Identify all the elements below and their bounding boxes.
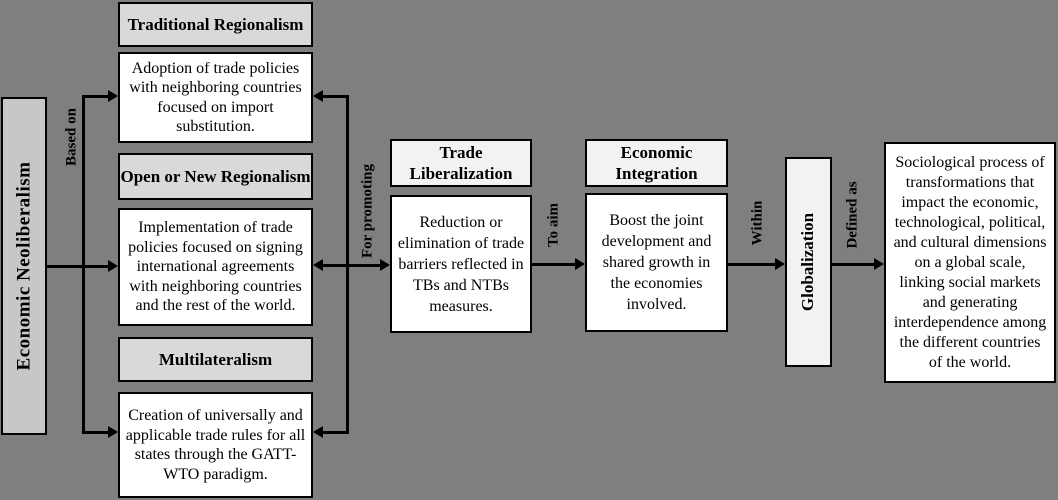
node-open-new-regionalism-label: Open or New Regionalism — [120, 167, 311, 186]
node-multilateralism: Multilateralism — [118, 337, 313, 382]
desc-economic-integration-text: Boost the joint development and shared g… — [601, 212, 712, 313]
node-trade-liberalization: Trade Liberalization — [390, 139, 532, 187]
arrow-trunk-to-multilateralism-head — [108, 426, 118, 438]
arrow-collector-to-multilateralism-line — [323, 431, 346, 434]
node-open-new-regionalism: Open or New Regionalism — [118, 153, 313, 200]
node-economic-neoliberalism: Economic Neoliberalism — [1, 97, 47, 435]
arrow-root-to-branches-line — [47, 265, 108, 268]
node-traditional-regionalism: Traditional Regionalism — [118, 2, 313, 47]
edge-label-within: Within — [749, 200, 766, 246]
desc-multilateralism-text: Creation of universally and applicable t… — [125, 407, 306, 483]
edge-label-defined-as: Defined as — [844, 181, 861, 249]
left-trunk-line — [82, 95, 85, 434]
desc-globalization-definition: Sociological process of transformations … — [884, 142, 1056, 383]
edge-label-for-promoting: For promoting — [359, 163, 376, 259]
node-trade-liberalization-label: Trade Liberalization — [409, 143, 513, 183]
edge-label-to-aim: To aim — [545, 202, 562, 248]
node-economic-integration-label: Economic Integration — [615, 143, 698, 183]
node-economic-integration: Economic Integration — [585, 139, 728, 187]
desc-globalization-definition-text: Sociological process of transformations … — [893, 153, 1047, 371]
arrow-integration-to-globalization-line — [728, 263, 775, 266]
node-economic-neoliberalism-label: Economic Neoliberalism — [13, 161, 35, 371]
arrow-collector-to-multilateralism-head — [313, 426, 323, 438]
arrow-tradelib-to-integration-head — [575, 258, 585, 270]
node-multilateralism-label: Multilateralism — [158, 350, 273, 369]
edge-label-based-on: Based on — [63, 108, 80, 166]
node-traditional-regionalism-label: Traditional Regionalism — [127, 15, 304, 34]
desc-traditional-regionalism-text: Adoption of trade policies with neighbor… — [129, 59, 302, 136]
arrow-globalization-to-definition-head — [874, 258, 884, 270]
arrow-branches-tradelib-right-head — [380, 259, 390, 271]
arrow-integration-to-globalization-head — [775, 258, 785, 270]
arrow-collector-to-traditional-head — [313, 90, 323, 102]
arrow-tradelib-to-integration-line — [532, 263, 575, 266]
node-globalization: Globalization — [785, 157, 832, 367]
desc-open-new-regionalism: Implementation of trade policies focused… — [118, 208, 313, 326]
desc-economic-integration: Boost the joint development and shared g… — [585, 193, 728, 332]
desc-trade-liberalization-text: Reduction or elimination of trade barrie… — [397, 213, 525, 315]
arrow-root-to-open-regionalism-head — [108, 260, 118, 272]
arrow-trunk-to-multilateralism-line — [82, 431, 108, 434]
arrow-globalization-to-definition-line — [832, 263, 874, 266]
arrow-trunk-to-traditional-line — [82, 95, 108, 98]
desc-trade-liberalization: Reduction or elimination of trade barrie… — [390, 195, 532, 333]
arrow-branches-tradelib-left-head — [313, 259, 323, 271]
node-globalization-label: Globalization — [798, 212, 818, 312]
arrow-trunk-to-traditional-head — [108, 90, 118, 102]
desc-open-new-regionalism-text: Implementation of trade policies focused… — [128, 219, 303, 315]
desc-traditional-regionalism: Adoption of trade policies with neighbor… — [118, 52, 313, 143]
desc-multilateralism: Creation of universally and applicable t… — [118, 392, 313, 498]
arrow-collector-to-traditional-line — [323, 95, 346, 98]
arrow-branches-tradelib-line — [323, 264, 380, 267]
